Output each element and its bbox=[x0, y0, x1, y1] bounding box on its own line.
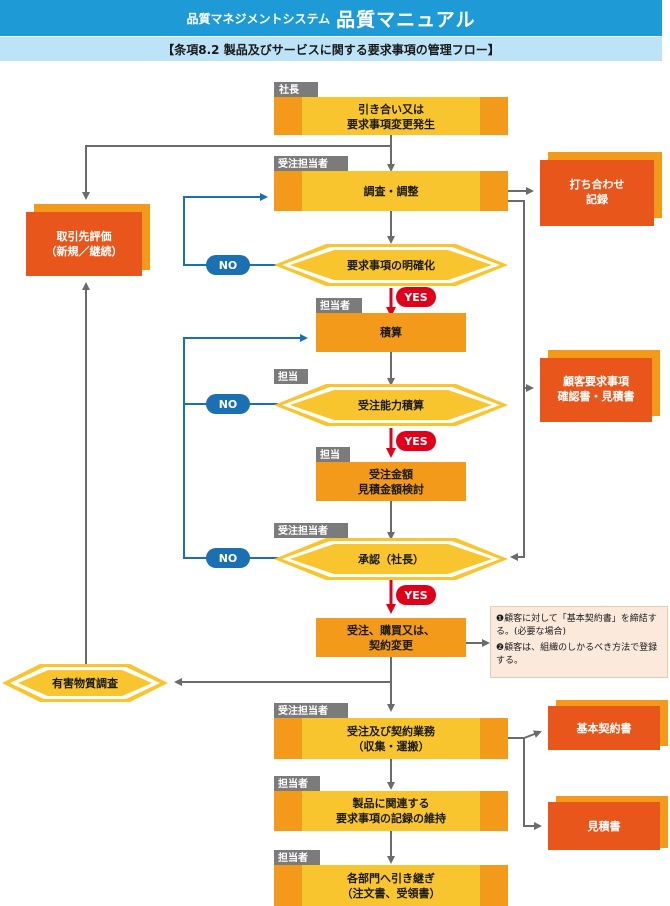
arrow-to-approval bbox=[510, 388, 525, 561]
step-label: 受注、購買又は、 bbox=[347, 623, 435, 637]
step-order: 受注、購買又は、 契約変更 bbox=[316, 618, 466, 657]
decision-label: 有害物質調査 bbox=[52, 676, 118, 690]
yes-badge-2: YES bbox=[396, 431, 436, 451]
order-note: ❶顧客に対して「基本契約書」を締結する。(必要な場合) ❷顧客は、組織のしかるべ… bbox=[490, 606, 668, 678]
doc-label: 取引先評価 bbox=[57, 229, 112, 243]
role-tag: 担当者 bbox=[320, 299, 350, 312]
role-tag: 受注担当者 bbox=[278, 524, 328, 537]
doc-quotation: 見積書 bbox=[548, 796, 668, 850]
step-label: （収集・運搬） bbox=[353, 739, 430, 753]
flow-subtitle: 【条項8.2 製品及びサービスに関する要求事項の管理フロー】 bbox=[162, 42, 500, 57]
yes-badge-3: YES bbox=[396, 585, 436, 605]
arrow-to-evaluation bbox=[82, 135, 392, 200]
role-tag: 社長 bbox=[278, 83, 300, 96]
note-item-2: ❷顧客は、組織のしかるべき方法で登録する。 bbox=[496, 643, 658, 666]
decision-clarify: 要求事項の明確化 bbox=[274, 244, 508, 286]
no-badge-2: NO bbox=[206, 394, 250, 414]
step-estimate: 担当者 積算 bbox=[316, 298, 466, 352]
step-label: 契約変更 bbox=[368, 638, 414, 652]
role-tag: 受注担当者 bbox=[278, 157, 328, 170]
doc-customer-confirmation: 顧客要求事項 確認書・見積書 bbox=[540, 350, 660, 422]
step-handover: 担当者 各部門へ引き継ぎ （注文書、受領書） bbox=[274, 850, 508, 906]
doc-label: 確認書・見積書 bbox=[558, 389, 635, 403]
subtitle-bar: 【条項8.2 製品及びサービスに関する要求事項の管理フロー】 bbox=[0, 37, 662, 61]
no-loop-3 bbox=[183, 404, 278, 559]
role-tag: 受注担当者 bbox=[278, 704, 328, 717]
decision-label: 受注能力積算 bbox=[358, 398, 424, 412]
yes-badge-1: YES bbox=[396, 287, 436, 307]
step-label: 受注金額 bbox=[369, 467, 413, 481]
arrow-to-confirmation bbox=[508, 200, 534, 392]
svg-text:YES: YES bbox=[403, 435, 427, 448]
role-tag: 担当者 bbox=[278, 777, 308, 790]
arrow-to-basic-contract bbox=[523, 730, 542, 739]
no-badge-3: NO bbox=[206, 548, 250, 568]
step-contract: 受注担当者 受注及び契約業務 （収集・運搬） bbox=[274, 703, 508, 759]
step-label: 要求事項の記録の維持 bbox=[336, 811, 446, 825]
svg-text:YES: YES bbox=[403, 589, 427, 602]
step-label: （注文書、受領書） bbox=[342, 886, 441, 900]
doc-label: （新規／継続） bbox=[46, 244, 123, 258]
step-label: 製品に関連する bbox=[352, 796, 430, 810]
system-title: 品質マネジメントシステム bbox=[186, 11, 331, 26]
doc-label: 基本契約書 bbox=[576, 721, 632, 735]
decision-capability: 担当 受注能力積算 bbox=[274, 369, 508, 426]
doc-label: 打ち合わせ bbox=[570, 177, 625, 191]
decision-label: 要求事項の明確化 bbox=[347, 258, 435, 272]
arrow-to-quotation bbox=[508, 737, 542, 830]
doc-basic-contract: 基本契約書 bbox=[548, 700, 668, 750]
decision-hazard: 有害物質調査 bbox=[2, 664, 168, 702]
step-adjust: 受注担当者 調査・調整 bbox=[274, 156, 508, 211]
step-label: 各部門へ引き継ぎ bbox=[346, 871, 435, 885]
doc-label: 見積書 bbox=[587, 819, 621, 833]
title-bar: 品質マネジメントシステム 品質マニュアル bbox=[0, 0, 662, 36]
step-label: 調査・調整 bbox=[364, 184, 419, 198]
svg-text:NO: NO bbox=[219, 398, 238, 411]
step-label: 積算 bbox=[379, 325, 402, 339]
doc-supplier-evaluation: 取引先評価 （新規／継続） bbox=[26, 204, 150, 276]
role-tag: 担当者 bbox=[278, 851, 308, 864]
step-label: 要求事項変更発生 bbox=[347, 117, 435, 131]
step-occurrence: 社長 引き合い又は 要求事項変更発生 bbox=[274, 82, 508, 135]
decision-approval: 受注担当者 承認（社長） bbox=[274, 523, 508, 580]
no-badge-1: NO bbox=[206, 255, 250, 275]
doc-label: 顧客要求事項 bbox=[563, 374, 630, 388]
doc-meeting-record: 打ち合わせ 記録 bbox=[540, 152, 662, 226]
svg-text:YES: YES bbox=[403, 291, 427, 304]
manual-title: 品質マニュアル bbox=[336, 8, 476, 31]
step-amount: 担当 受注金額 見積金額検討 bbox=[316, 447, 466, 501]
doc-label: 記録 bbox=[586, 192, 609, 206]
role-tag: 担当 bbox=[320, 448, 340, 461]
step-label: 見積金額検討 bbox=[357, 482, 424, 496]
svg-text:NO: NO bbox=[219, 259, 238, 272]
step-records: 担当者 製品に関連する 要求事項の記録の維持 bbox=[274, 776, 508, 831]
no-loop-1 bbox=[183, 193, 278, 266]
decision-label: 承認（社長） bbox=[358, 552, 424, 566]
step-label: 引き合い又は bbox=[358, 102, 424, 116]
svg-text:NO: NO bbox=[219, 552, 238, 565]
step-label: 受注及び契約業務 bbox=[347, 724, 436, 738]
note-item-1: ❶顧客に対して「基本契約書」を締結する。(必要な場合) bbox=[496, 614, 657, 637]
role-tag: 担当 bbox=[278, 370, 298, 383]
